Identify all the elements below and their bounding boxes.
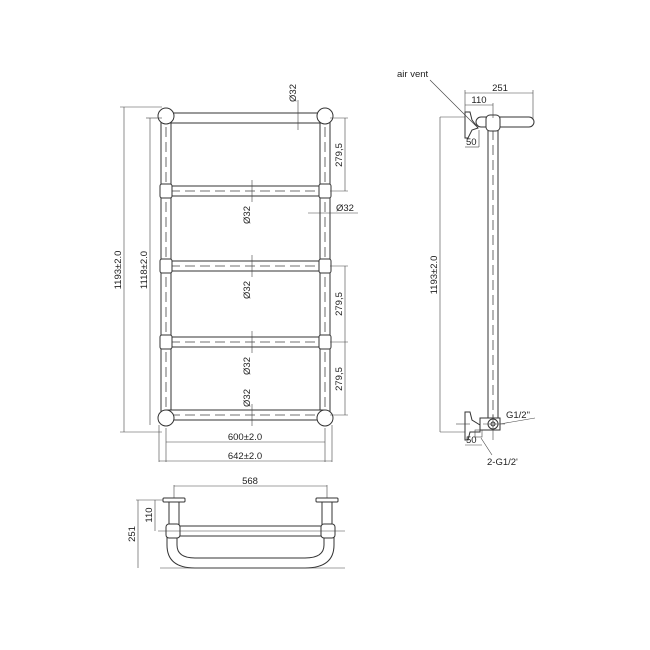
dim-diameter-rail-3: Ø32 [242, 357, 253, 375]
dim-wall-offset: 110 [471, 95, 486, 106]
dim-overall-height: 1193±2.0 [113, 251, 124, 290]
dim-top-width: 568 [242, 476, 258, 487]
dim-inner-width: 600±2.0 [228, 432, 262, 443]
dim-rail-spacing-2: 279,5 [334, 292, 345, 316]
dim-bracket-bottom: 50 [466, 435, 477, 446]
connection-bottom-label: 2-G1/2' [487, 457, 518, 468]
dim-inner-height: 1118±2.0 [139, 251, 150, 289]
dim-diameter-rail-1: Ø32 [242, 206, 253, 224]
dim-diameter-rail-2: Ø32 [242, 281, 253, 299]
air-vent-label: air vent [397, 69, 429, 80]
dim-diameter-rail-4: Ø32 [242, 389, 253, 407]
dim-diameter-top: Ø32 [288, 84, 299, 102]
top-view: 568 251 110 [127, 476, 345, 569]
dim-top-depth: 251 [127, 526, 138, 542]
front-view: 1193±2.0 1118±2.0 600±2.0 642±2.0 279,5 … [113, 84, 358, 462]
side-view: 1193±2.0 251 110 50 air vent G1/2" 50 2-… [397, 69, 536, 468]
dim-bracket-top: 50 [466, 137, 477, 148]
dim-rail-spacing-1: 279,5 [334, 143, 345, 167]
dim-top-wall-offset: 110 [144, 507, 155, 522]
dim-depth: 251 [492, 83, 508, 94]
dim-side-height: 1193±2.0 [429, 256, 440, 295]
dim-diameter-side: Ø32 [336, 203, 354, 214]
dim-overall-width: 642±2.0 [228, 451, 262, 462]
dim-rail-spacing-3: 279,5 [334, 367, 345, 391]
connection-top-label: G1/2" [506, 410, 530, 421]
